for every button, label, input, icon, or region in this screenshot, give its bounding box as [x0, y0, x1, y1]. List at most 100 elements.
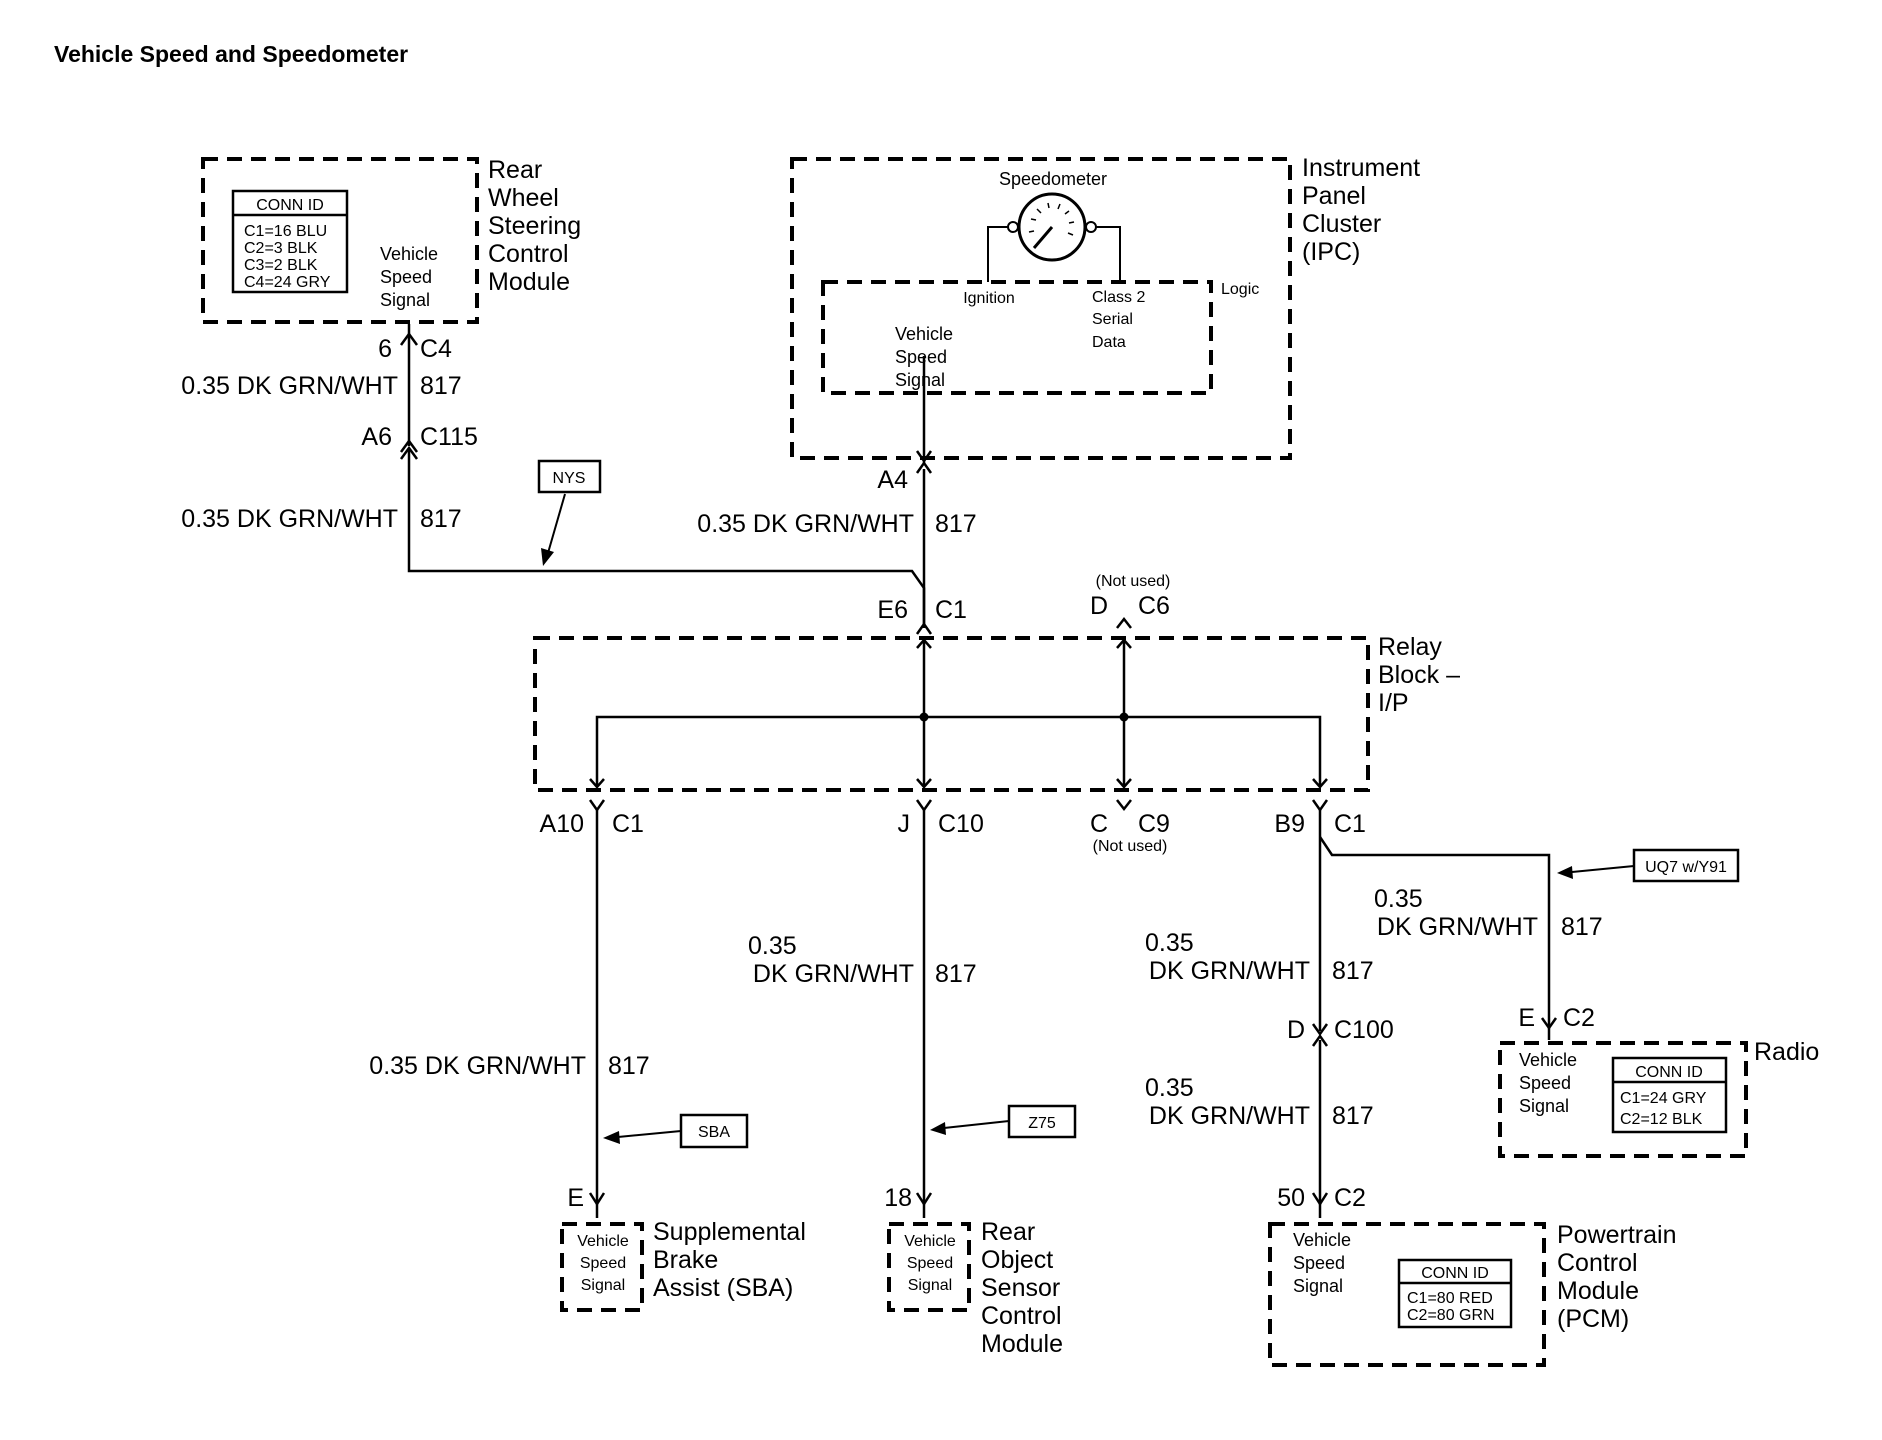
ipc-module: Speedometer Ignition Class 2 Serial Data [790, 154, 1420, 460]
class2-label: Serial [1092, 311, 1133, 328]
rwsc-name: Rear [488, 156, 542, 184]
pcm-signal-label: Speed [1293, 1253, 1345, 1273]
wire-color-label: 0.35 DK GRN/WHT [181, 372, 398, 400]
wire-color-label: DK GRN/WHT [1149, 957, 1310, 985]
option-callout-nys: NYS [537, 459, 602, 566]
c115-pin: A6 [361, 423, 392, 451]
rosc-signal-label: Vehicle [904, 1233, 956, 1250]
sba-name: Assist (SBA) [653, 1274, 793, 1302]
radio-signal-label: Speed [1519, 1073, 1571, 1093]
sba-signal-label: Vehicle [577, 1233, 629, 1250]
sba-name: Brake [653, 1246, 718, 1274]
ipc-name: (IPC) [1302, 238, 1360, 266]
c6-conn: C6 [1138, 592, 1170, 620]
class2-label: Class 2 [1092, 289, 1145, 306]
rwsc-name: Control [488, 240, 569, 268]
radio-conn-line: C1=24 GRY [1620, 1090, 1707, 1107]
wire-gauge-label: 0.35 [1145, 929, 1194, 957]
a10-pin: A10 [540, 810, 584, 838]
pcm-conn-line: C1=80 RED [1407, 1290, 1493, 1307]
rosc-name: Control [981, 1302, 1062, 1330]
wire-circuit-label: 817 [935, 960, 977, 988]
wire-circuit-label: 817 [420, 505, 462, 533]
ipc-name: Instrument [1302, 154, 1420, 182]
arrow-icon [541, 548, 554, 566]
sba-signal-label: Speed [580, 1255, 626, 1272]
sba-signal-label: Signal [581, 1277, 625, 1294]
a10-conn: C1 [612, 810, 644, 838]
wire-color-label: DK GRN/WHT [1149, 1102, 1310, 1130]
c100-pin: D [1287, 1016, 1305, 1044]
rb-in-pin: E6 [877, 596, 908, 624]
rwsc-conn-id-box [231, 189, 349, 294]
ipc-logic-box [821, 280, 1213, 395]
pcm-name: (PCM) [1557, 1305, 1629, 1333]
arrow-icon [930, 1122, 946, 1135]
rwsc-module: CONN ID C1=16 BLU C2=3 BLK C3=2 BLK C4=2… [201, 156, 581, 324]
wire-circuit-label: 817 [1332, 1102, 1374, 1130]
ipc-pin: A4 [877, 466, 908, 494]
arrow-icon [1557, 866, 1573, 879]
c9-note: (Not used) [1093, 838, 1168, 855]
wire-color-label: 0.35 DK GRN/WHT [369, 1052, 586, 1080]
b9-pin: B9 [1274, 810, 1305, 838]
c100-conn: C100 [1334, 1016, 1394, 1044]
rwsc-name: Steering [488, 212, 581, 240]
radio-signal-label: Vehicle [1519, 1050, 1577, 1070]
radio-conn-line: C2=12 BLK [1620, 1111, 1703, 1128]
option-nys-label: NYS [553, 470, 586, 487]
rwsc-conn-line: C3=2 BLK [244, 257, 318, 274]
ipc-signal-label: Signal [895, 370, 945, 390]
radio-name: Radio [1754, 1038, 1819, 1066]
pcm-name: Control [1557, 1249, 1638, 1277]
ipc-name: Cluster [1302, 210, 1381, 238]
rosc-signal-label: Speed [907, 1255, 953, 1272]
pcm-signal-label: Signal [1293, 1276, 1343, 1296]
ipc-signal-label: Vehicle [895, 324, 953, 344]
c6-note: (Not used) [1096, 573, 1171, 590]
rwsc-name: Module [488, 268, 570, 296]
ipc-name: Panel [1302, 182, 1366, 210]
ipc-signal-label: Speed [895, 347, 947, 367]
wire-gauge-label: 0.35 [1374, 885, 1423, 913]
wire-color-label: DK GRN/WHT [753, 960, 914, 988]
option-sba-label: SBA [698, 1124, 730, 1141]
wire-circuit-label: 817 [935, 510, 977, 538]
j-conn: C10 [938, 810, 984, 838]
relay-block-name: I/P [1378, 689, 1409, 717]
option-callout-sba: SBA [603, 1113, 749, 1149]
sba-name: Supplemental [653, 1218, 806, 1246]
rosc-pin: 18 [884, 1184, 912, 1212]
sba-pin: E [567, 1184, 584, 1212]
relay-block-name: Relay [1378, 633, 1442, 661]
j-pin: J [898, 810, 911, 838]
rwsc-conn-line: C4=24 GRY [244, 274, 331, 291]
radio-signal-label: Signal [1519, 1096, 1569, 1116]
pcm-pin: 50 [1277, 1184, 1305, 1212]
rwsc-conn-header: CONN ID [256, 197, 324, 214]
radio-conn-header: CONN ID [1635, 1064, 1703, 1081]
option-callout-uq7: UQ7 w/Y91 [1557, 848, 1740, 883]
pcm-name: Powertrain [1557, 1221, 1677, 1249]
rwsc-name: Wheel [488, 184, 559, 212]
rwsc-pin: 6 [378, 335, 392, 363]
wire-color-label: 0.35 DK GRN/WHT [697, 510, 914, 538]
rosc-name: Module [981, 1330, 1063, 1358]
pcm-conn-id-box [1397, 1258, 1513, 1329]
pcm-conn: C2 [1334, 1184, 1366, 1212]
wire-gauge-label: 0.35 [748, 932, 797, 960]
rwsc-signal-label: Vehicle [380, 244, 438, 264]
page-title: Vehicle Speed and Speedometer [54, 41, 408, 67]
splice-dot [1119, 712, 1129, 722]
pcm-module: Vehicle Speed Signal CONN ID C1=80 RED C… [1268, 1221, 1677, 1367]
ignition-label: Ignition [963, 290, 1015, 307]
rosc-name: Rear [981, 1218, 1035, 1246]
splice-dot [919, 712, 929, 722]
wire-gauge-label: 0.35 [1145, 1074, 1194, 1102]
logic-label: Logic [1221, 281, 1259, 298]
sba-module: Vehicle Speed Signal Supplemental Brake … [560, 1218, 806, 1312]
c6-pin: D [1090, 592, 1108, 620]
c9-pin: C [1090, 810, 1108, 838]
option-callout-z75: Z75 [930, 1104, 1077, 1139]
rwsc-signal-label: Speed [380, 267, 432, 287]
